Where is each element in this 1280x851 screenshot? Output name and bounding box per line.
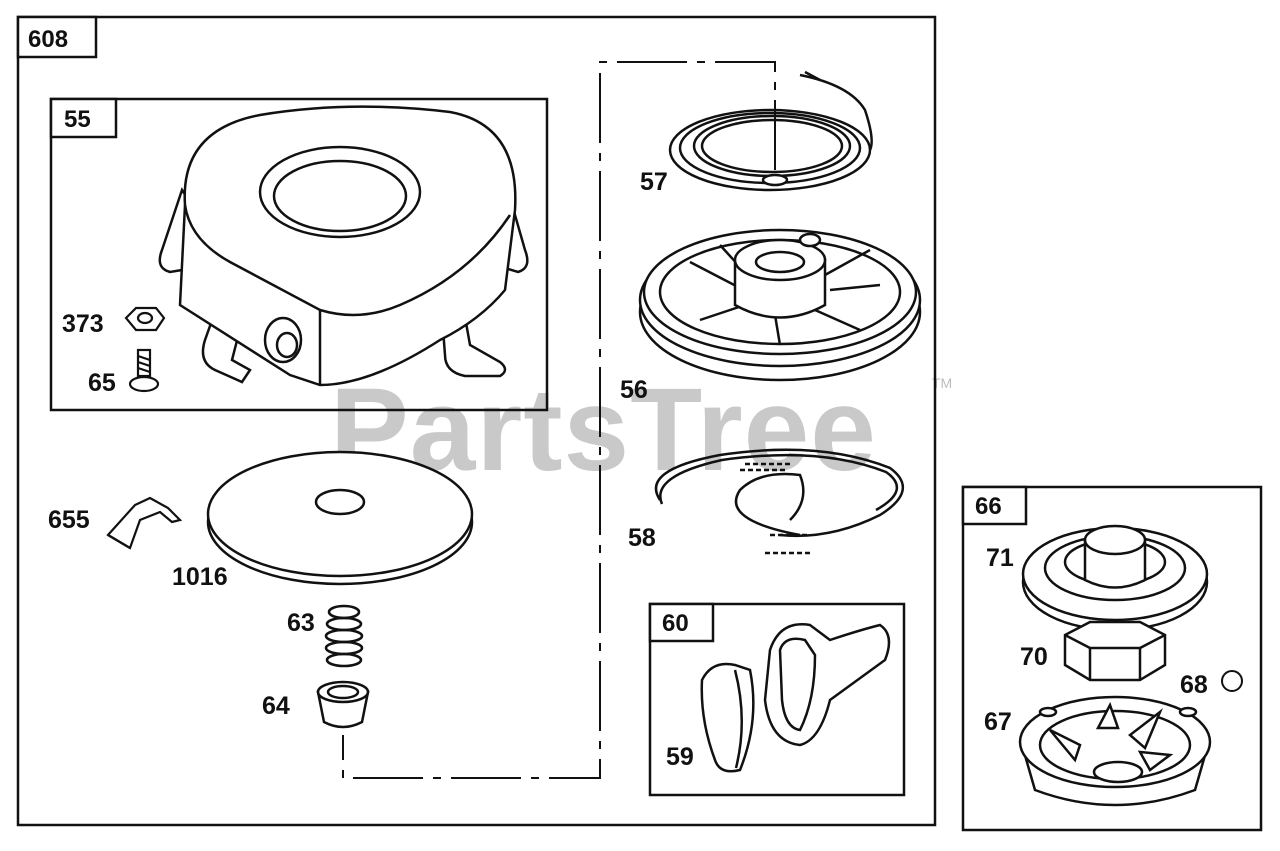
group-label-66: 66 xyxy=(975,493,1002,520)
group-tag-608 xyxy=(16,15,98,59)
label-63: 63 xyxy=(287,609,315,637)
rewind-spring-part xyxy=(668,70,873,192)
group-label-608: 608 xyxy=(28,26,68,53)
blower-housing-part xyxy=(158,105,529,387)
group-box-60 xyxy=(648,602,906,797)
coil-spring-part xyxy=(324,604,364,668)
ratchet-part xyxy=(1063,620,1167,682)
label-58: 58 xyxy=(628,524,656,552)
group-tag-66 xyxy=(961,485,1028,526)
label-655: 655 xyxy=(48,506,90,534)
assembly-leader-line xyxy=(342,61,776,779)
pulley-71-part xyxy=(1021,524,1209,632)
hex-nut-part xyxy=(124,306,166,332)
label-373: 373 xyxy=(62,310,104,338)
label-67: 67 xyxy=(984,708,1012,736)
label-56: 56 xyxy=(620,376,648,404)
ball-part xyxy=(1221,670,1243,692)
starter-pulley-part xyxy=(638,228,922,382)
label-59: 59 xyxy=(666,743,694,771)
screw-part xyxy=(128,348,160,393)
group-box-608 xyxy=(16,15,937,827)
label-70: 70 xyxy=(1020,643,1048,671)
bushing-part xyxy=(316,680,370,729)
label-57: 57 xyxy=(640,168,668,196)
watermark-tm: TM xyxy=(932,375,952,391)
group-tag-55 xyxy=(49,97,118,139)
group-label-55: 55 xyxy=(64,106,91,133)
label-71: 71 xyxy=(986,544,1014,572)
clip-part xyxy=(106,496,183,550)
starter-rope-part xyxy=(654,448,905,555)
group-box-55 xyxy=(49,97,549,412)
group-label-60: 60 xyxy=(662,610,689,637)
label-68: 68 xyxy=(1180,671,1208,699)
label-64: 64 xyxy=(262,692,290,720)
group-tag-60 xyxy=(648,602,715,643)
label-65: 65 xyxy=(88,369,116,397)
cup-part xyxy=(1018,695,1212,807)
washer-part xyxy=(206,450,474,586)
group-box-66 xyxy=(961,485,1263,832)
label-1016: 1016 xyxy=(172,563,228,591)
handle-part xyxy=(700,623,891,773)
